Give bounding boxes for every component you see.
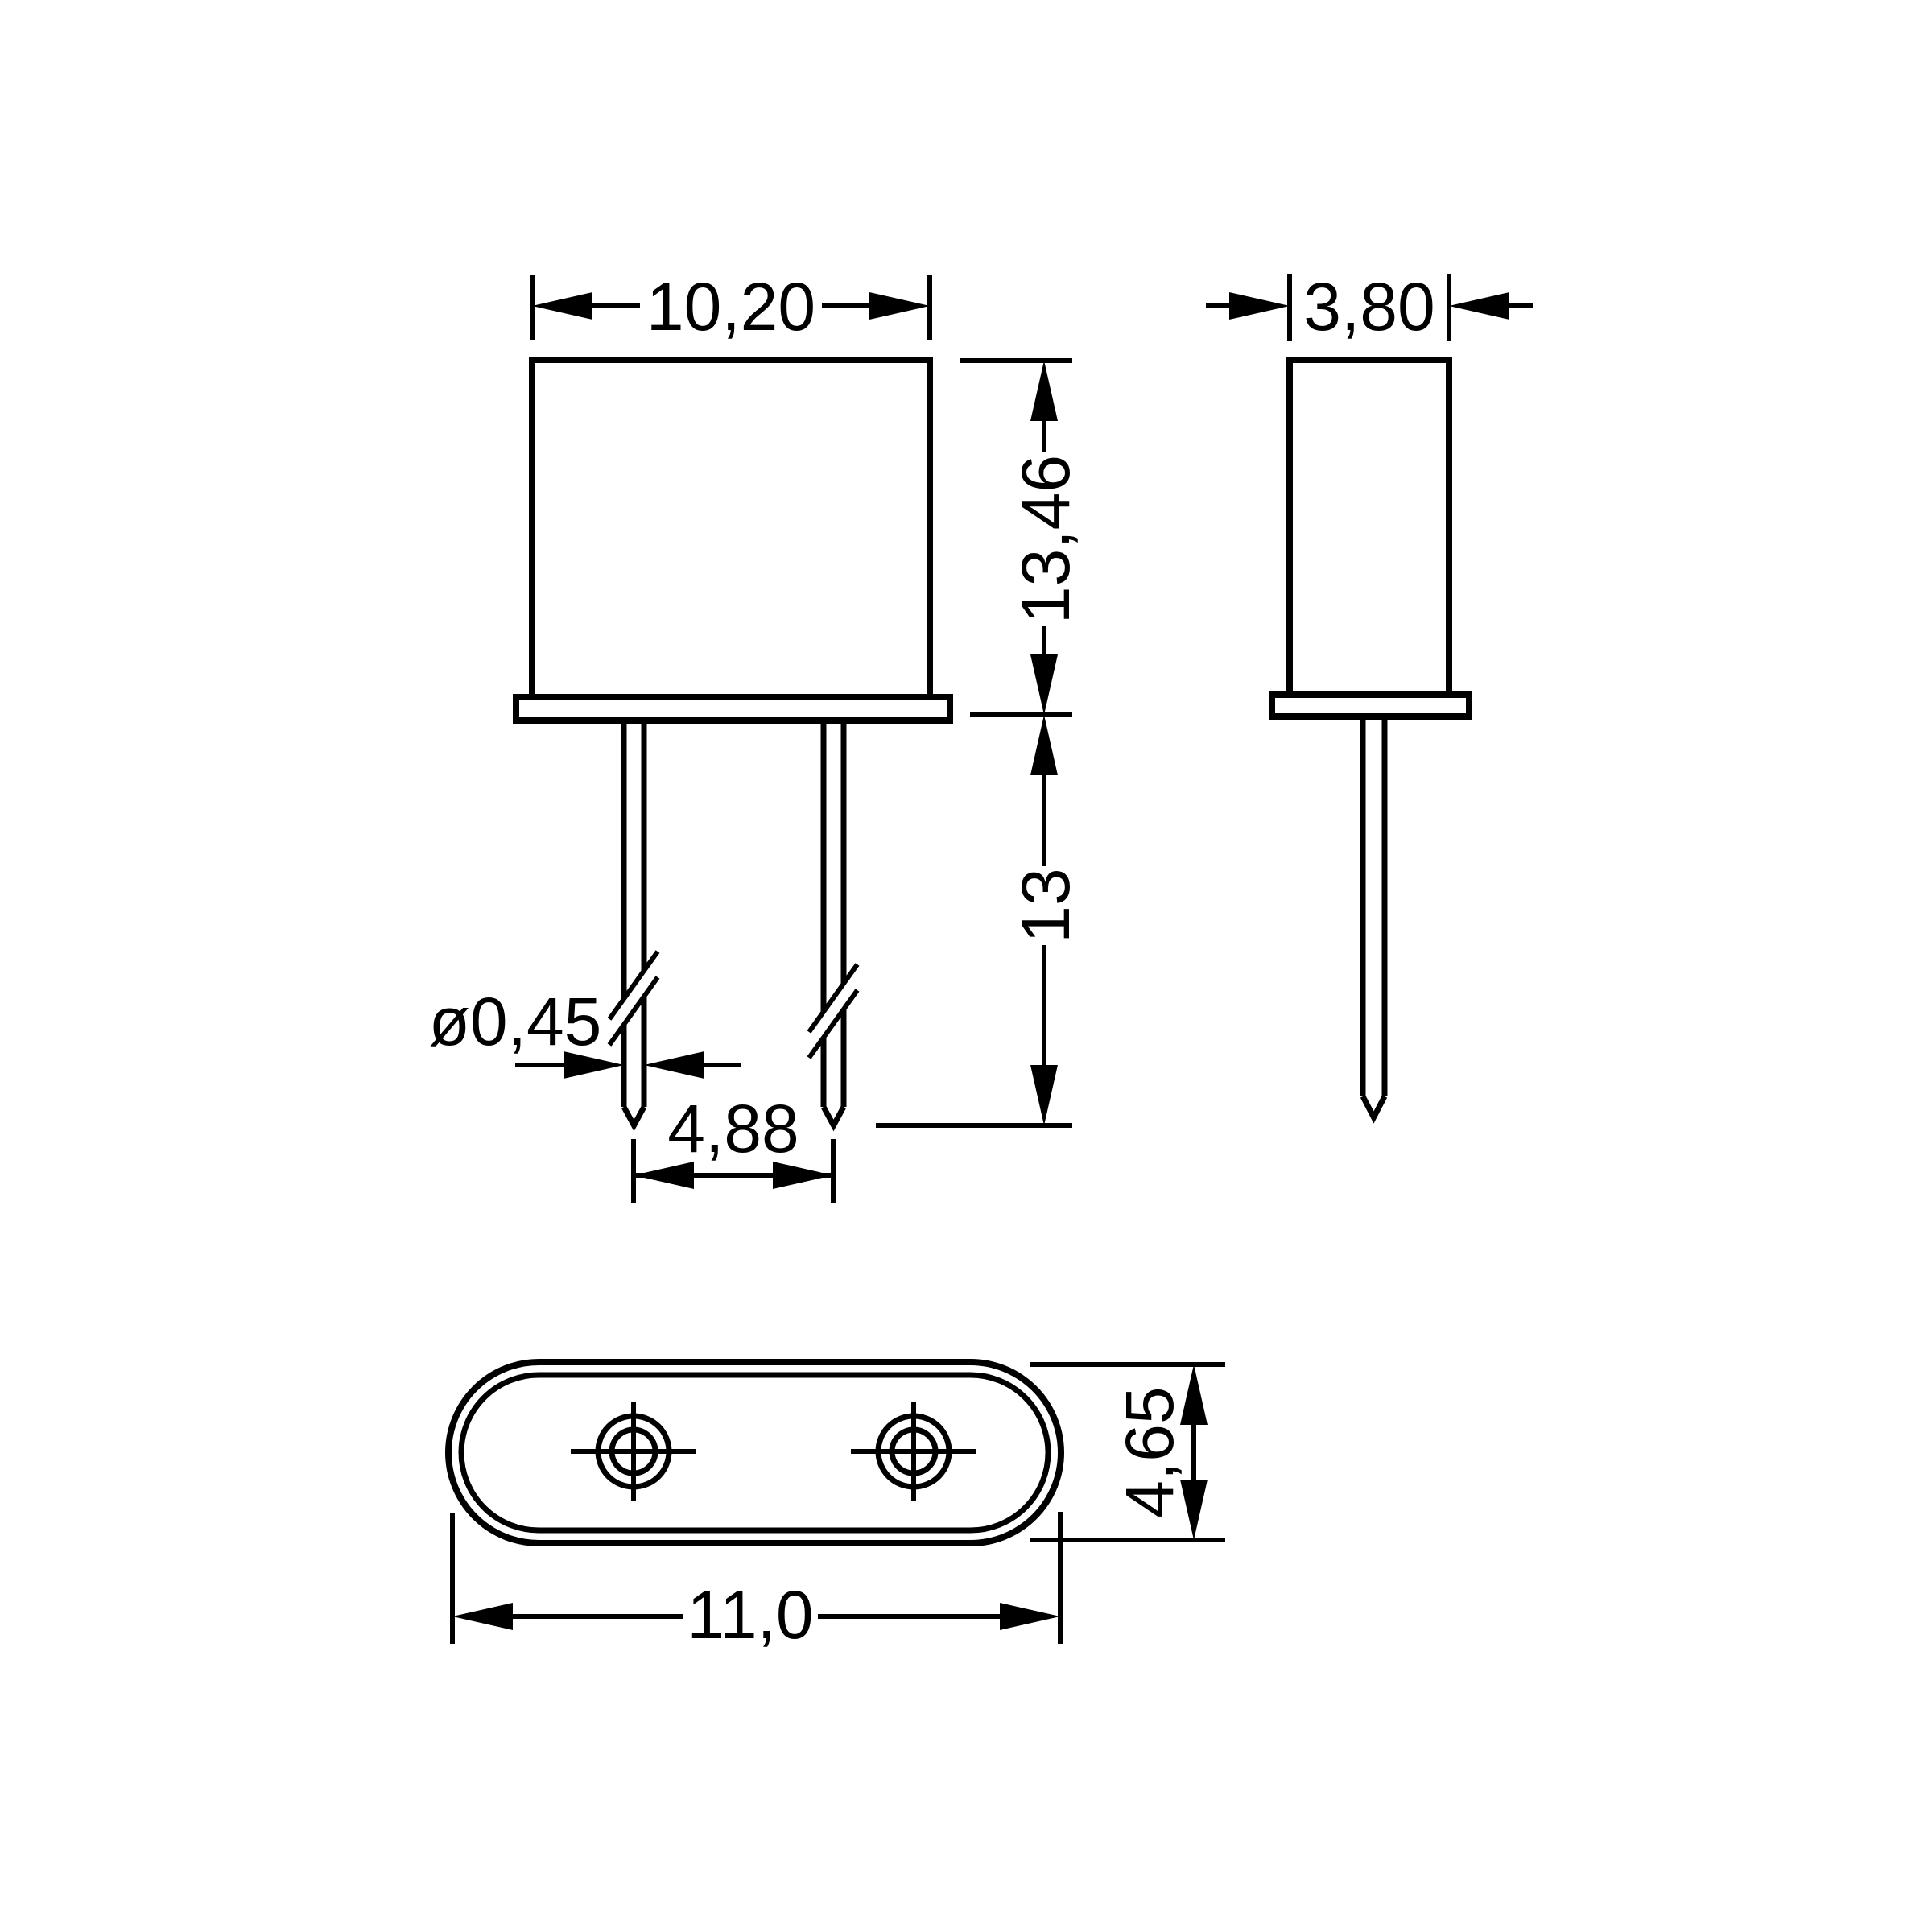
dim-lead-diameter: ø0,45 xyxy=(429,984,741,1079)
arrowhead xyxy=(1030,361,1058,421)
arrowhead xyxy=(1180,1480,1208,1540)
arrowhead xyxy=(1229,292,1290,320)
dim-body-width: 10,20 xyxy=(530,269,932,345)
arrowhead xyxy=(634,1162,694,1189)
break-mark xyxy=(807,989,860,1059)
dim-body-height: 13,46 xyxy=(960,358,1084,717)
arrowhead xyxy=(1449,292,1509,320)
arrowhead xyxy=(773,1162,833,1189)
lead-right xyxy=(807,720,860,1132)
arrowhead xyxy=(452,1603,513,1630)
arrowhead xyxy=(1030,715,1058,775)
side-lead xyxy=(1360,716,1388,1124)
lead-tip xyxy=(621,1105,647,1132)
bottom-outline-inner xyxy=(458,1372,1051,1534)
dim-label-lead-length: 13 xyxy=(1008,868,1084,943)
bottom-outline-outer xyxy=(445,1359,1064,1546)
arrowhead xyxy=(532,292,592,320)
lead-tip xyxy=(1360,1095,1388,1124)
dim-label-lead-spacing: 4,88 xyxy=(667,1091,799,1166)
arrowhead xyxy=(1000,1603,1060,1630)
dim-label-body-width: 10,20 xyxy=(646,269,815,345)
dim-label-body-depth: 3,80 xyxy=(1303,269,1435,345)
lead-left xyxy=(607,720,660,1132)
dim-lead-length: 13 xyxy=(876,715,1084,1128)
dim-label-body-height: 13,46 xyxy=(1008,455,1084,624)
bottom-view xyxy=(445,1359,1064,1546)
arrowhead xyxy=(564,1051,624,1079)
dim-body-depth: 3,80 xyxy=(1206,269,1533,345)
break-mark xyxy=(607,950,660,1021)
front-body xyxy=(529,357,933,700)
side-view xyxy=(1269,357,1472,1124)
arrowhead xyxy=(1180,1364,1208,1425)
pin-hole-left xyxy=(571,1402,696,1501)
dim-outline-length: 11,0 xyxy=(450,1512,1063,1653)
dim-label-lead-diameter: ø0,45 xyxy=(429,984,602,1059)
arrowhead xyxy=(644,1051,704,1079)
arrowhead xyxy=(1030,1065,1058,1125)
pin-hole-right xyxy=(851,1402,976,1501)
side-flange xyxy=(1269,691,1472,720)
front-flange xyxy=(513,694,953,724)
dim-label-outline-width: 4,65 xyxy=(1112,1386,1187,1518)
dim-outline-width: 4,65 xyxy=(1030,1362,1225,1542)
break-mark xyxy=(807,963,860,1034)
arrowhead xyxy=(1030,654,1058,715)
lead-tip xyxy=(820,1105,847,1132)
dim-lead-spacing: 4,88 xyxy=(631,1091,836,1203)
break-mark xyxy=(607,976,660,1046)
front-view xyxy=(513,357,953,1132)
side-body xyxy=(1286,357,1452,698)
arrowhead xyxy=(869,292,930,320)
dim-label-outline-length: 11,0 xyxy=(687,1577,813,1653)
